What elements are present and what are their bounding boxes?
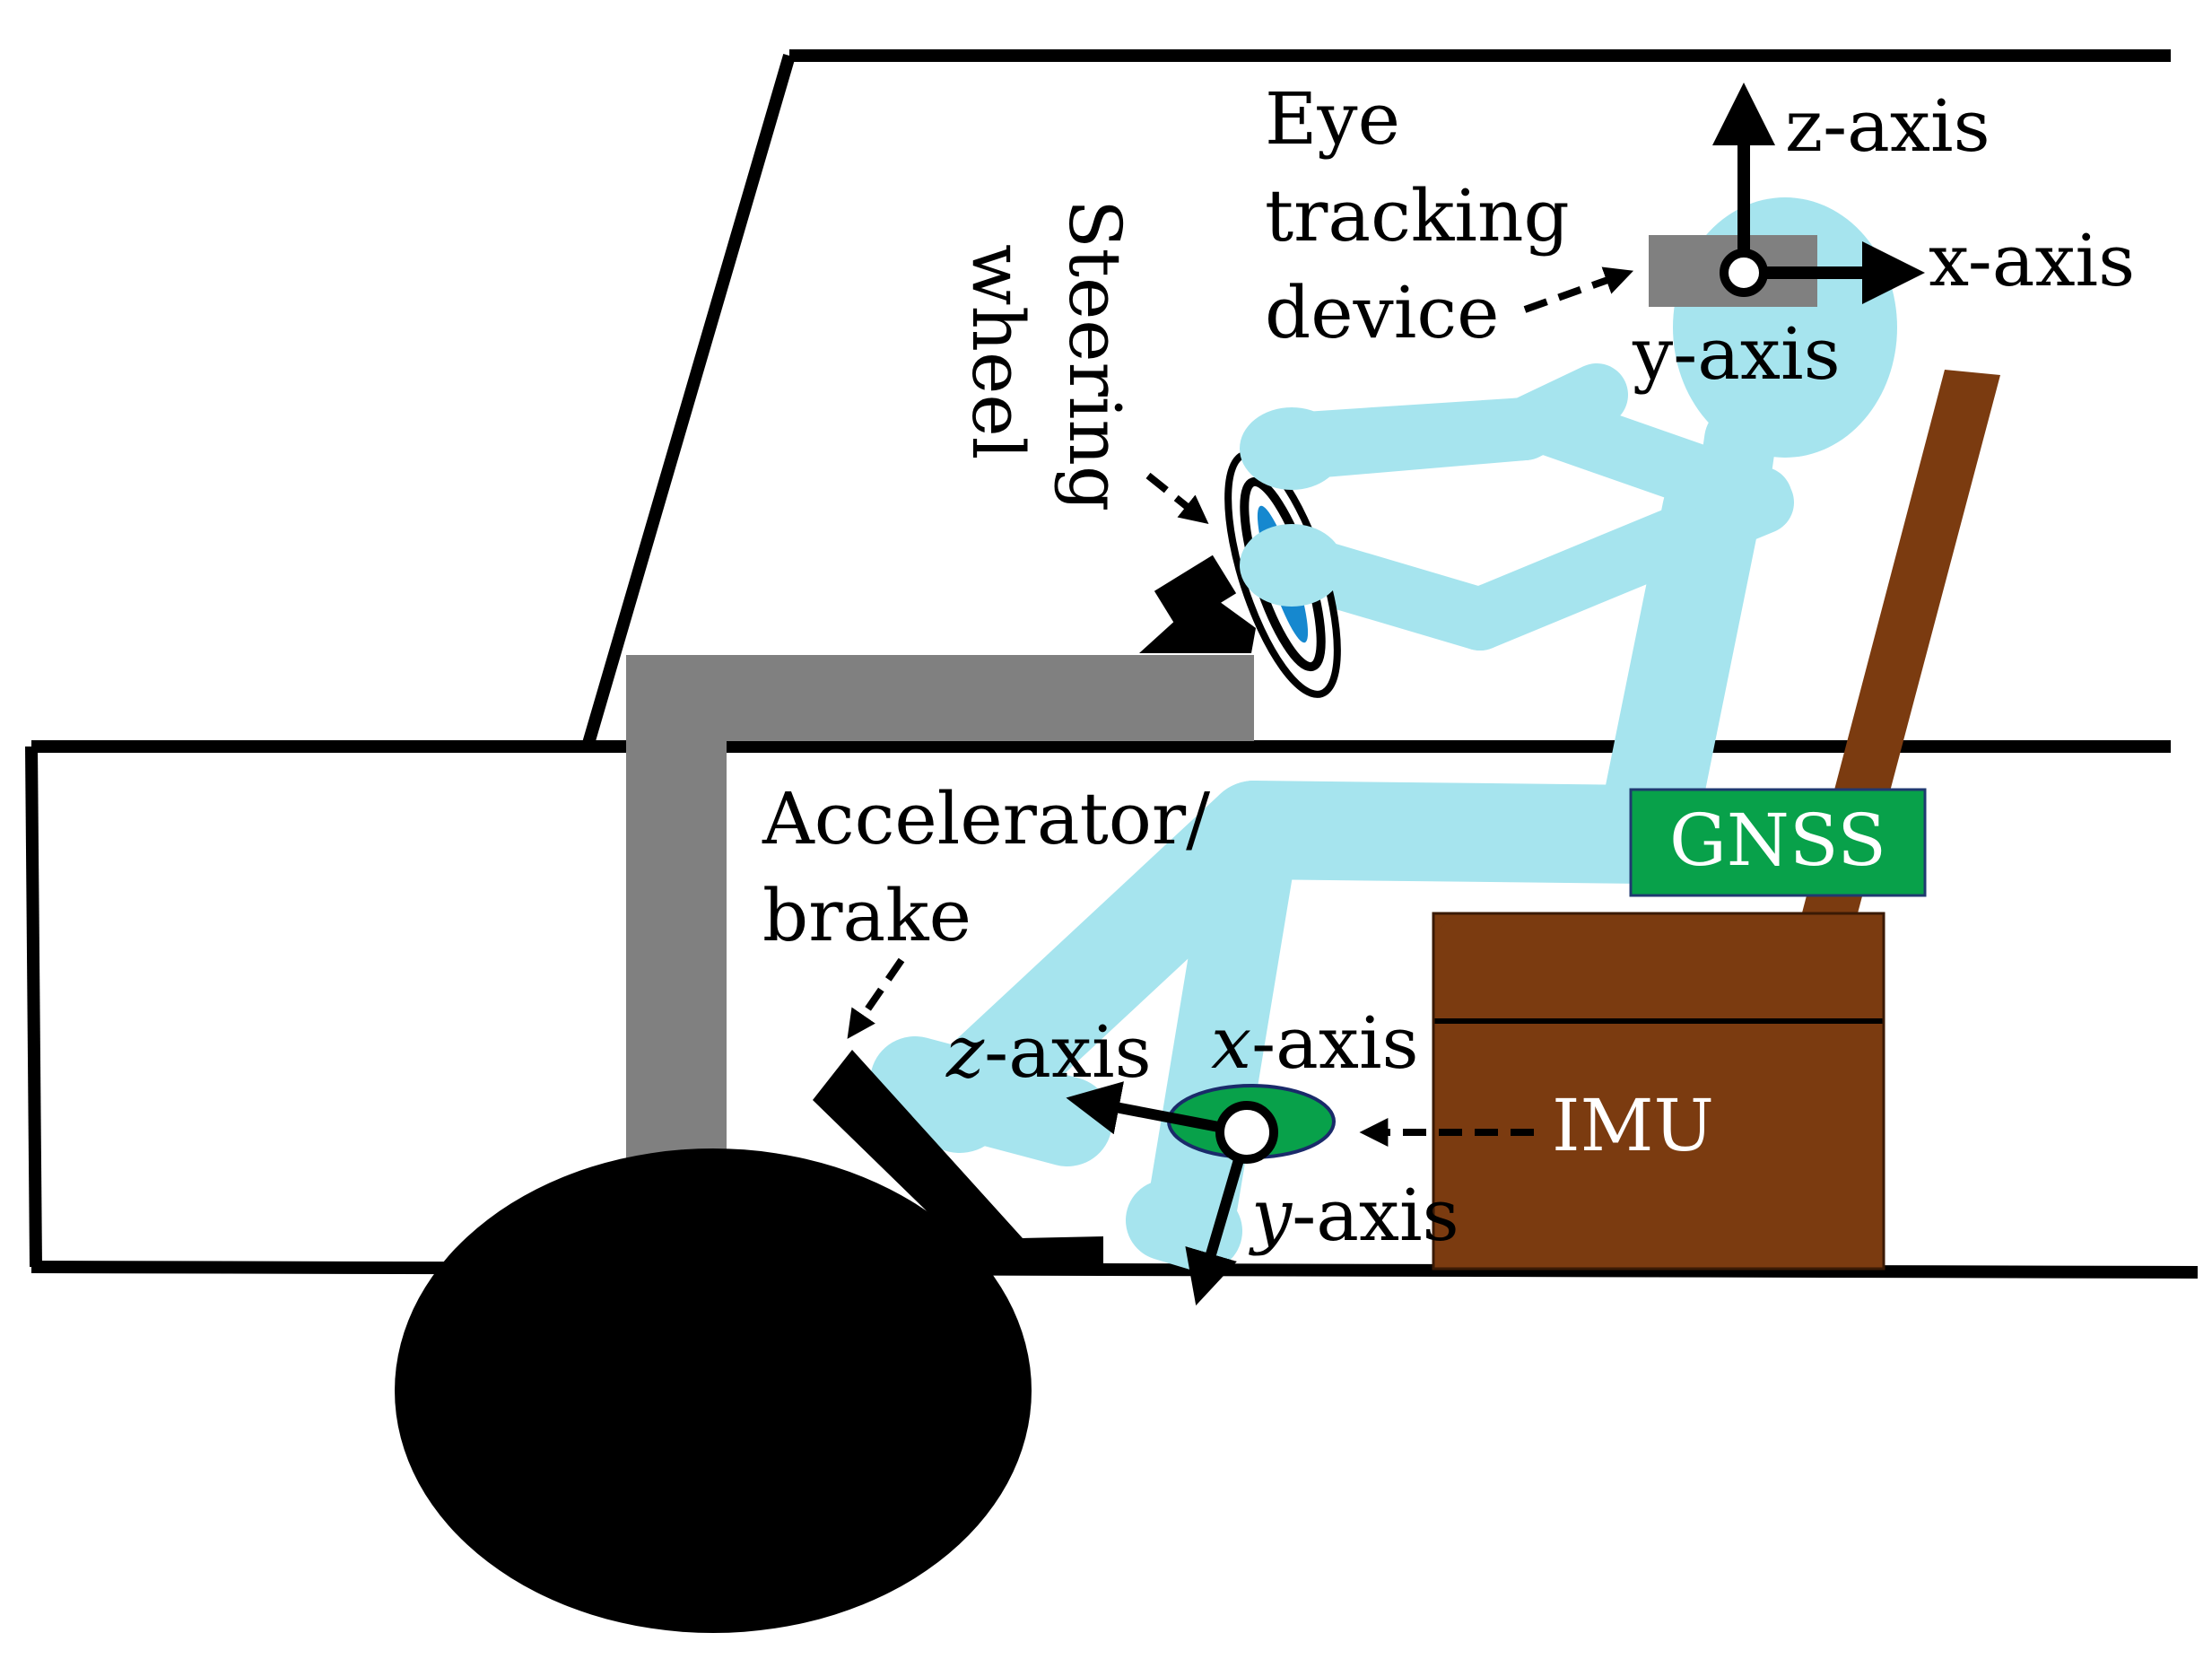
accelerator-line-2: brake [762,874,971,957]
steering-line-1: Steering [1053,199,1136,511]
accelerator-label: Accelerator/ brake [762,777,1210,957]
steering-wheel-label: Steering wheel [956,199,1136,511]
car-lower-outline [25,740,2199,1279]
eye-tracking-line-3: device [1265,271,1499,354]
driver-figure [870,363,1794,1271]
car-cabin-outline [581,49,2171,748]
circle-origin-icon [1720,249,1768,297]
imu-z-axis-label: z-axis [945,1010,1152,1094]
imu-x-axis-label: x-axis [1211,1001,1419,1085]
gnss-box: GNSS [1629,788,1927,897]
gnss-label: GNSS [1669,799,1886,882]
circle-origin-icon [1215,1101,1278,1164]
eye-tracking-label: Eye tracking device [1265,77,1570,354]
imu-sensor [1066,1081,1336,1306]
head-x-axis-label: x-axis [1929,219,2135,302]
accelerator-line-1: Accelerator/ [762,777,1210,860]
eye-tracking-line-1: Eye [1265,77,1400,161]
driver-hands [1240,397,1556,607]
imu-y-axis-label: y-axis [1249,1174,1459,1257]
head-sensor-axes [1712,83,1925,304]
dashboard [626,655,1254,1172]
eye-tracking-line-2: tracking [1265,174,1570,258]
dashed-arrow-icon [847,266,1634,1147]
steering-line-2: wheel [956,244,1040,459]
imu-label: IMU [1552,1084,1714,1167]
head-z-axis-label: z-axis [1785,84,1990,168]
pedal [813,1050,1103,1265]
head-y-axis-label: y-axis [1632,312,1841,396]
car-tire [395,1148,1032,1633]
